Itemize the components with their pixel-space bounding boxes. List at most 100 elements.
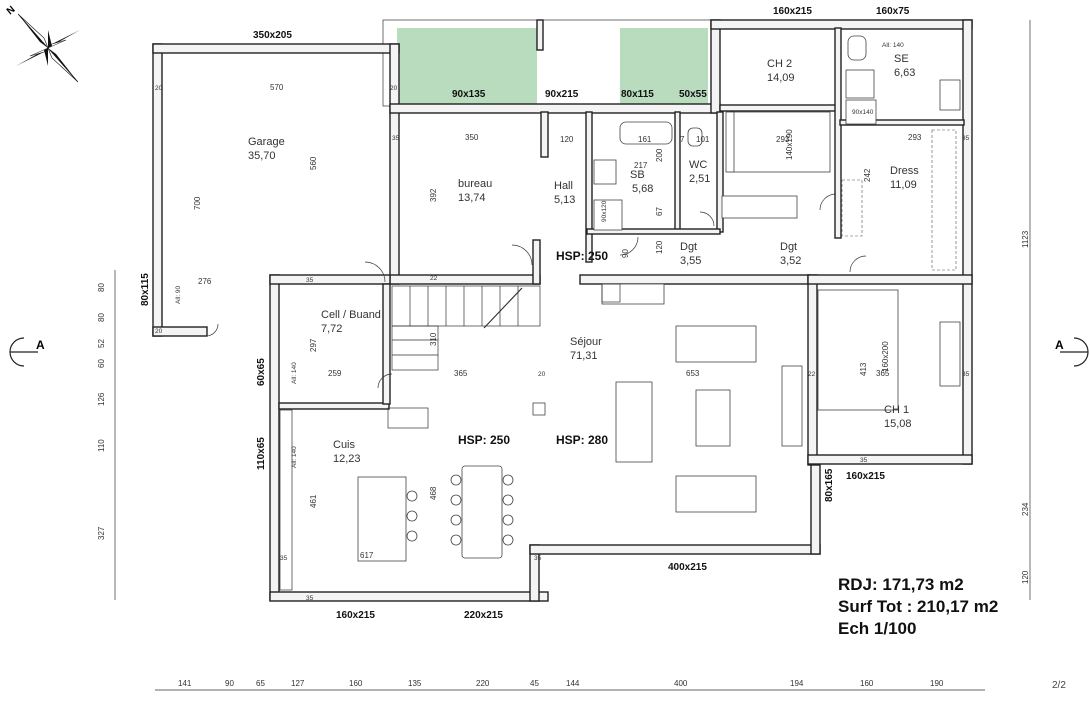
svg-text:140x190: 140x190 [785,129,794,160]
svg-text:80: 80 [97,313,106,322]
svg-text:310: 310 [429,332,438,346]
svg-text:392: 392 [429,188,438,202]
svg-text:90x140: 90x140 [852,109,874,116]
room-hall-area: 5,13 [554,194,575,206]
interior-dimensions: 570 700 560 276 350 392 120 217 161 200 … [155,83,970,602]
svg-text:80: 80 [97,283,106,292]
opening-right-80x165: 80x165 [824,468,835,502]
svg-text:570: 570 [270,83,284,92]
svg-text:144: 144 [566,679,580,688]
opening-sejour-bottom: 400x215 [668,562,707,573]
svg-text:190: 190 [930,679,944,688]
svg-text:120: 120 [1021,570,1030,584]
room-sejour-name: Séjour [570,336,602,348]
svg-text:297: 297 [309,338,318,352]
opening-cuis-160: 160x215 [336,610,375,621]
opening-top-ch2: 160x215 [773,6,812,17]
total-surface: Surf Tot : 210,17 m2 [838,597,999,616]
svg-text:468: 468 [429,486,438,500]
svg-text:220: 220 [476,679,490,688]
svg-text:20: 20 [155,85,163,92]
svg-text:135: 135 [408,679,422,688]
opening-top-se: 160x75 [876,6,910,17]
sill-cell: All: 140 [291,362,298,384]
svg-text:234: 234 [1021,502,1030,516]
room-garage-area: 35,70 [248,150,276,162]
svg-text:120: 120 [560,135,574,144]
svg-text:259: 259 [328,369,342,378]
svg-text:35: 35 [306,595,314,602]
room-hall-name: Hall [554,180,573,192]
svg-text:160x200: 160x200 [881,341,890,372]
svg-text:365: 365 [876,369,890,378]
svg-text:560: 560 [309,156,318,170]
room-dgt2-area: 3,52 [780,255,801,267]
svg-text:20: 20 [538,371,546,378]
room-ch1-area: 15,08 [884,418,912,430]
sill-cuis: All: 140 [291,446,298,468]
opening-90x135: 90x135 [452,89,486,100]
garden-zone-right [620,28,708,106]
svg-text:293: 293 [776,135,790,144]
svg-text:22: 22 [808,371,816,378]
svg-text:110: 110 [97,439,106,452]
svg-text:617: 617 [360,551,374,560]
svg-text:127: 127 [291,679,305,688]
hsp-sejour: HSP: 280 [556,433,608,447]
svg-text:120: 120 [655,240,664,254]
svg-text:700: 700 [193,196,202,210]
opening-garage-side: 80x115 [140,273,151,306]
room-dress-name: Dress [890,165,919,177]
room-ch2-name: CH 2 [767,58,792,70]
svg-text:67: 67 [655,207,664,216]
opening-90x215: 90x215 [545,89,579,100]
svg-text:141: 141 [178,679,192,688]
scale-label: Ech 1/100 [838,619,917,638]
svg-text:126: 126 [97,392,106,406]
svg-text:90: 90 [621,249,630,258]
room-sb-area: 5,68 [632,183,653,195]
svg-text:A: A [36,338,45,352]
rdj-surface: RDJ: 171,73 m2 [838,575,964,594]
svg-text:35: 35 [962,371,970,378]
svg-text:35: 35 [306,277,314,284]
room-dress-area: 11,09 [890,179,917,191]
sill-se: All: 140 [882,42,904,49]
opening-80x115: 80x115 [621,89,654,100]
svg-text:35: 35 [534,555,542,562]
room-dgt2-name: Dgt [780,241,797,253]
room-labels: Garage 35,70 bureau 13,74 Hall 5,13 SB 5… [248,53,919,465]
room-bureau-name: bureau [458,178,492,190]
section-marker-right: A [1055,337,1089,367]
opening-cuis-220: 220x215 [464,610,503,621]
compass-icon: N [5,4,80,83]
svg-text:293: 293 [908,133,922,142]
svg-text:200: 200 [655,148,664,162]
hsp-hall: HSP: 250 [556,249,608,263]
svg-text:35: 35 [962,135,970,142]
svg-text:7: 7 [680,135,685,144]
svg-text:217: 217 [634,161,648,170]
opening-left-60x65: 60x65 [256,358,267,386]
svg-text:60: 60 [97,359,106,368]
sill-garage: All: 90 [175,286,182,304]
furniture [205,35,961,591]
room-dgt1-area: 3,55 [680,255,701,267]
room-cuis-area: 12,23 [333,453,361,465]
opening-ch1-bottom: 160x215 [846,471,885,482]
opening-left-110x65: 110x65 [256,437,267,470]
svg-text:365: 365 [454,369,468,378]
room-cellier-area: 7,72 [321,323,342,335]
svg-text:1123: 1123 [1021,230,1030,248]
room-wc-name: WC [689,159,707,171]
svg-text:35: 35 [392,135,400,142]
svg-text:45: 45 [530,679,539,688]
svg-text:90: 90 [225,679,234,688]
svg-text:461: 461 [309,494,318,508]
svg-text:160: 160 [860,679,874,688]
svg-text:350: 350 [465,133,479,142]
svg-text:413: 413 [859,362,868,376]
section-marker-left: A [9,337,45,367]
svg-text:161: 161 [638,135,652,144]
page-number: 2/2 [1052,680,1066,691]
